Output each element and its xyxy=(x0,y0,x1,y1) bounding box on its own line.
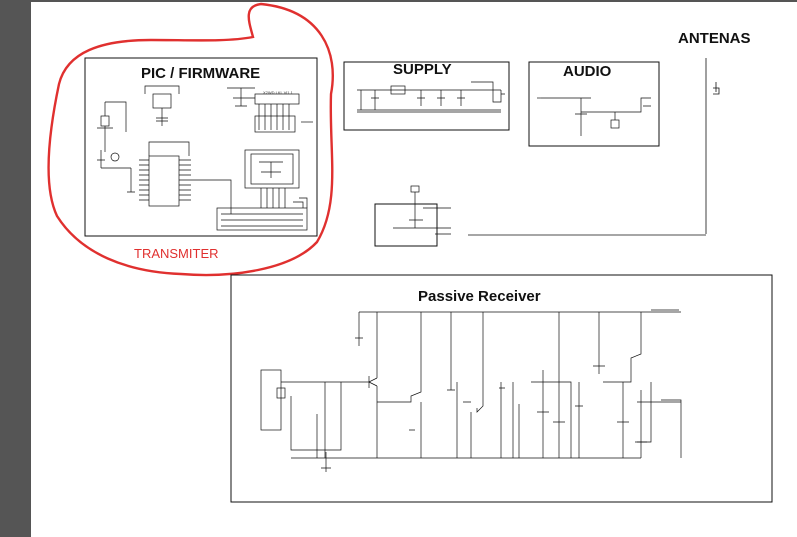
passive-receiver-frame xyxy=(230,274,773,503)
module-note-text: X2WD LKL Vi1.1 xyxy=(263,90,293,95)
supply-frame xyxy=(343,61,510,131)
pic-firmware-circuit xyxy=(97,85,313,231)
red-annotation-loop xyxy=(47,2,334,277)
antenas-title: ANTENAS xyxy=(678,30,751,47)
schematic-canvas[interactable]: PIC / FIRMWARE X2WD LKL Vi1.1 SUPPLY AUD… xyxy=(31,2,797,537)
transmiter-annotation: TRANSMITER xyxy=(134,246,219,261)
supply-circuit xyxy=(357,81,505,113)
top-border xyxy=(31,0,797,2)
audio-circuit xyxy=(537,97,651,136)
schematic-drawing xyxy=(47,2,773,503)
pic-firmware-frame xyxy=(84,57,318,237)
supply-title: SUPPLY xyxy=(393,61,452,78)
passive-receiver-title: Passive Receiver xyxy=(418,288,541,305)
passive-receiver-circuit xyxy=(260,309,682,472)
audio-title: AUDIO xyxy=(563,63,612,80)
middle-module-frame xyxy=(374,203,438,247)
middle-module-circuit xyxy=(393,185,451,235)
pic-firmware-title: PIC / FIRMWARE xyxy=(141,65,261,82)
antenna-wiring xyxy=(468,58,720,236)
left-gutter xyxy=(0,0,31,537)
audio-frame xyxy=(528,61,660,147)
